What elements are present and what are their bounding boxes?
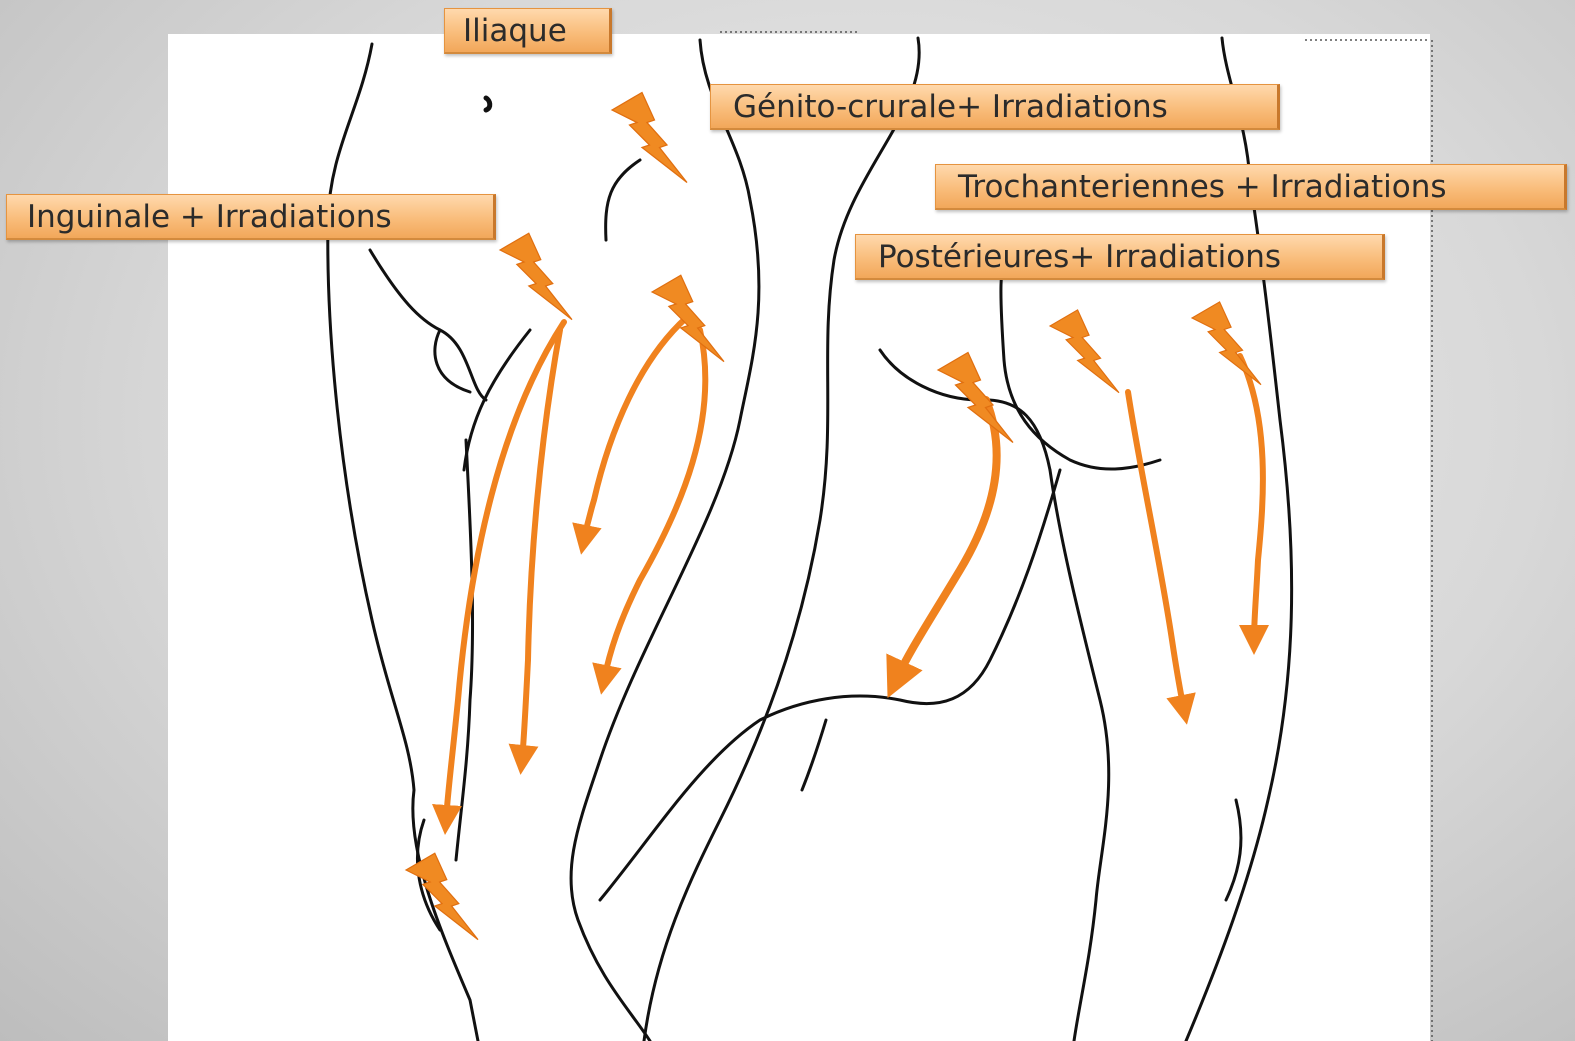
label-genito-crurale: Génito-crurale+ Irradiations — [710, 84, 1280, 130]
label-trochanteriennes: Trochanteriennes + Irradiations — [935, 164, 1567, 210]
label-posterieures: Postérieures+ Irradiations — [855, 234, 1385, 280]
label-inguinale: Inguinale + Irradiations — [6, 194, 496, 240]
label-iliaque: Iliaque — [444, 8, 612, 54]
